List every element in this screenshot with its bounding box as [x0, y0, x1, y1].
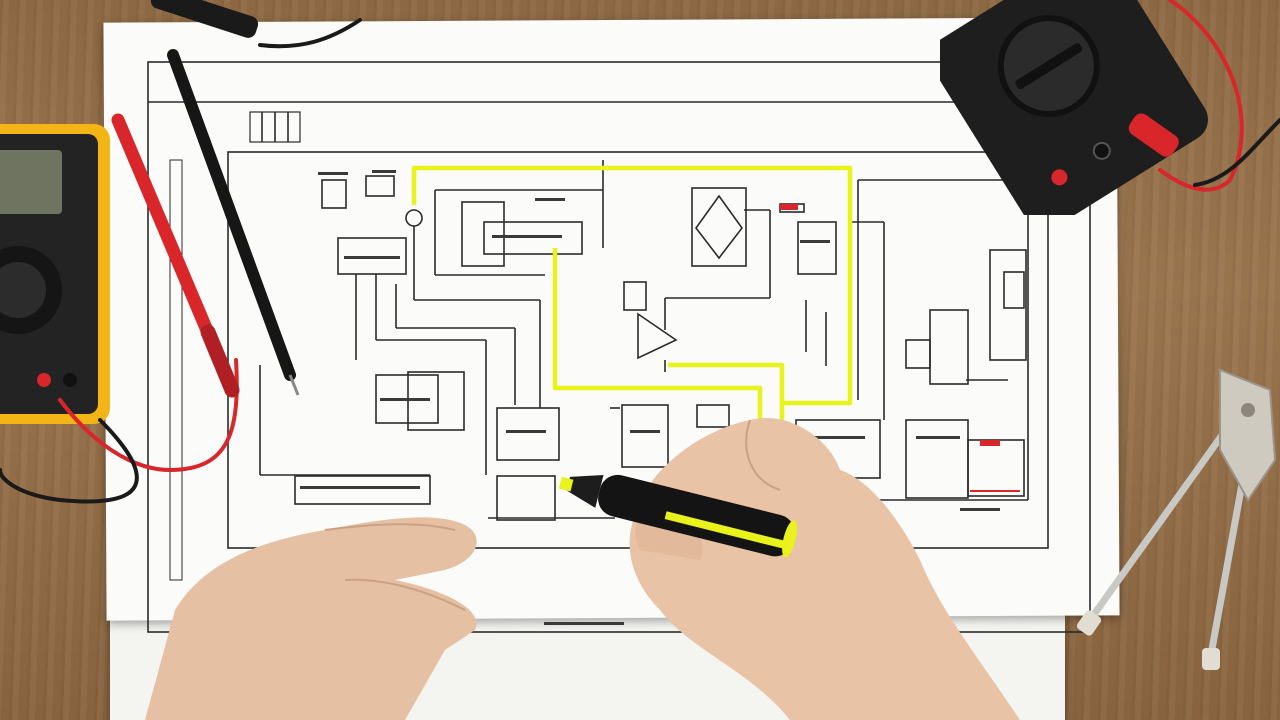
- probe-pen-icon: [167, 49, 300, 396]
- left-hand: [145, 517, 477, 720]
- multimeter-icon: [940, 0, 1208, 215]
- wire-stripper-icon: [1076, 368, 1277, 670]
- multimeter-icon: [0, 124, 110, 424]
- highlighter-icon: [558, 474, 797, 558]
- probe-pen-icon: [111, 113, 240, 398]
